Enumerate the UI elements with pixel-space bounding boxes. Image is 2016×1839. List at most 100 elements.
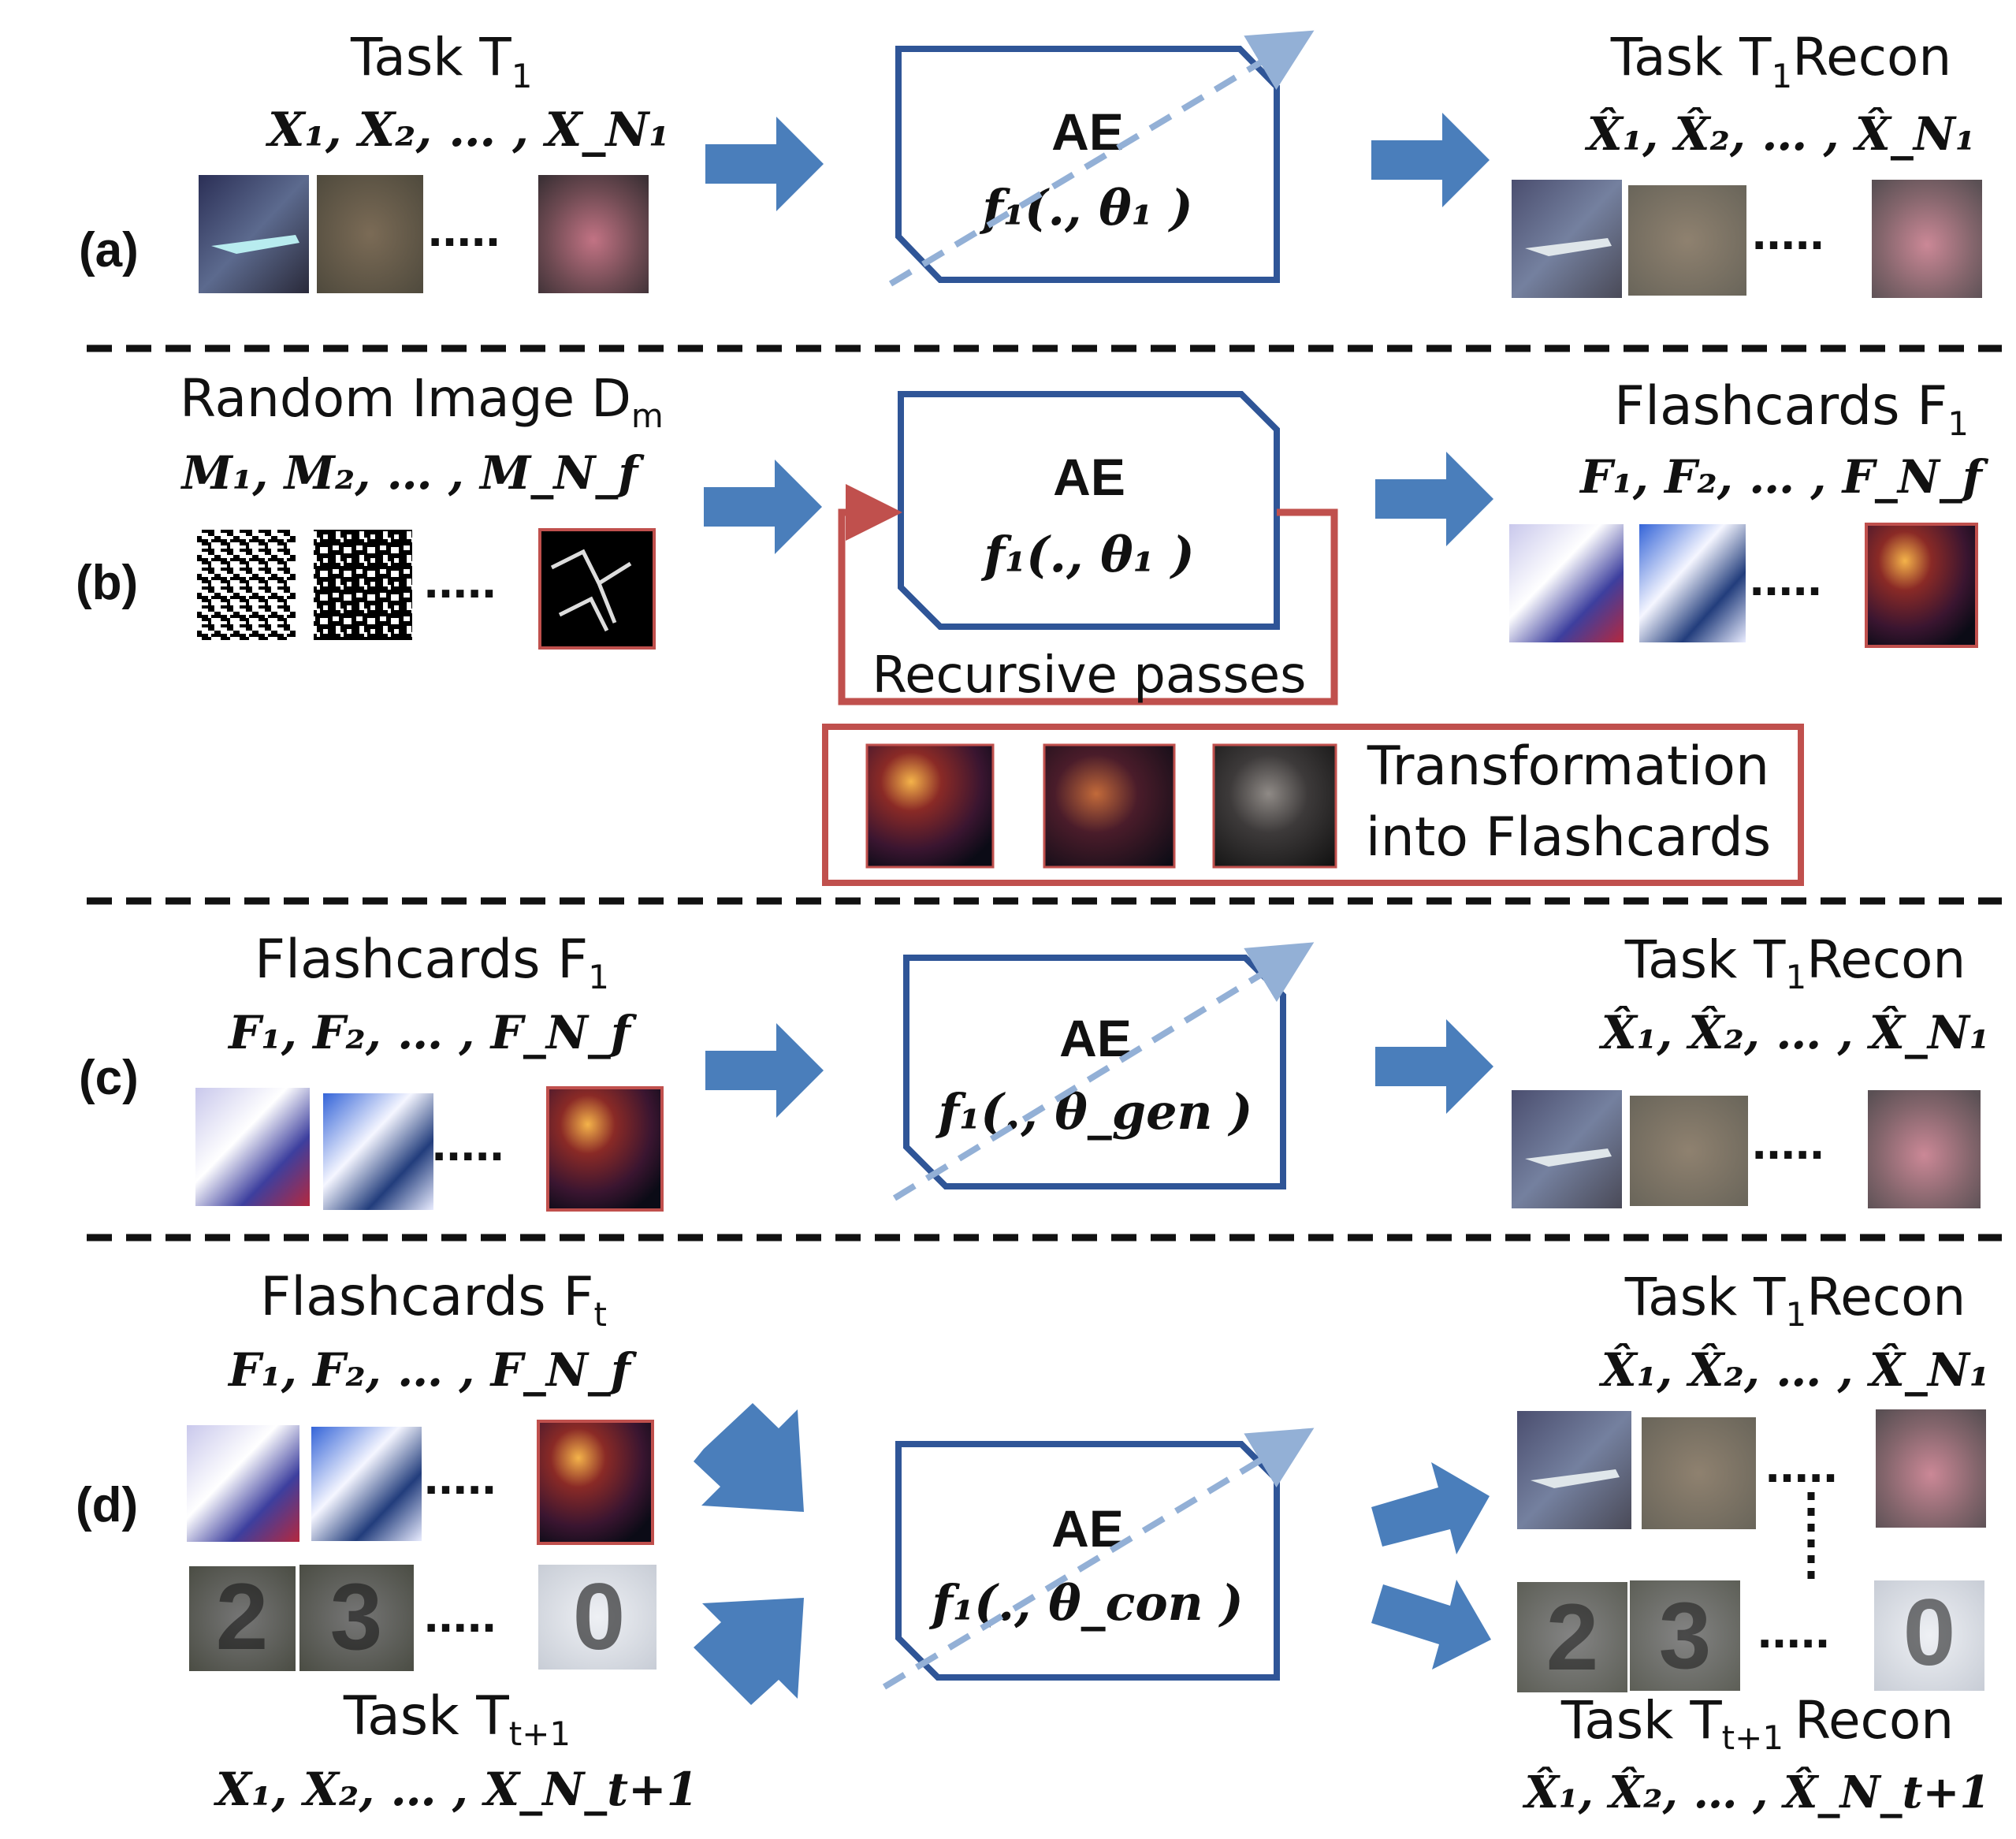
- digit-glyph: 2: [216, 1564, 269, 1670]
- ellipsis: .....: [424, 550, 497, 609]
- input-thumbnails-flashcards: .....: [187, 1420, 654, 1545]
- panel-a: (a) Task T1 X₁, X₂, … , X_N₁ ..... AE f₁…: [79, 27, 1982, 298]
- ellipsis: .....: [1765, 1435, 1838, 1493]
- thumb-cat-recon: [1628, 185, 1746, 296]
- ae-title: AE: [1051, 102, 1124, 161]
- input-title: Flashcards Ft: [260, 1266, 607, 1334]
- output-title: Task T1Recon: [1610, 27, 1951, 95]
- output-vars: X̂₁, X̂₂, … , X̂_N₁: [1598, 1342, 1990, 1397]
- input-vars: M₁, M₂, … , M_N_f: [180, 446, 645, 500]
- thumb-noise-3: [538, 528, 656, 650]
- airplane-shape: [211, 235, 299, 254]
- output-title: Task T1Recon: [1624, 1267, 1966, 1334]
- output-thumbnails: .....: [1509, 523, 1978, 648]
- ellipsis: .....: [428, 199, 500, 257]
- ae-function: f₁(., θ₁ ): [980, 526, 1194, 583]
- ae-box: AE f₁(., θ₁ ): [898, 391, 1280, 630]
- ae-box-shape: [898, 391, 1280, 630]
- thumb-noise-1: [197, 530, 296, 640]
- transformation-label-line2: into Flashcards: [1366, 806, 1771, 869]
- output-thumbnails-digits-recon: 2 3 ..... 0: [1517, 1580, 1984, 1692]
- output-title: Task T1Recon: [1624, 929, 1966, 996]
- ae-title: AE: [1053, 448, 1125, 506]
- thumb-car-recon: [1868, 1090, 1981, 1208]
- thumb-digit-2-recon: [1517, 1582, 1627, 1692]
- input-thumbnails-digits: 2 3 ..... 0: [189, 1564, 657, 1671]
- input2-vars: X₁, X₂, … , X_N_t+1: [213, 1763, 698, 1816]
- thumb-digit-2: [189, 1566, 296, 1671]
- output-vars: F₁, F₂, … , F_N_f: [1579, 450, 1989, 504]
- ellipsis: .....: [1750, 548, 1822, 606]
- digit-glyph: 3: [1659, 1583, 1712, 1688]
- thumb-car-recon: [1872, 180, 1982, 298]
- block-right-arrow-icon: [694, 1403, 804, 1512]
- ellipsis: .....: [432, 1113, 504, 1171]
- input-vars: X₁, X₂, … , X_N₁: [265, 102, 670, 158]
- dashed-diagonal-arrow-icon: [882, 1428, 1315, 1690]
- thumb-transform-2: [1043, 743, 1176, 869]
- block-right-arrow-icon: [705, 1023, 824, 1118]
- thumb-flashcard-1: [1509, 524, 1624, 642]
- input-title: Flashcards F1: [255, 929, 609, 996]
- block-right-arrow-icon: [694, 1598, 804, 1705]
- block-right-arrow-icon: [1371, 113, 1490, 207]
- block-right-arrow-icon: [705, 117, 824, 211]
- digit-glyph: 2: [1546, 1584, 1599, 1690]
- thumb-digit-3: [299, 1565, 414, 1671]
- output-thumbnails: .....: [1512, 180, 1982, 298]
- block-right-arrow-icon: [1375, 452, 1493, 546]
- ellipsis: .....: [1752, 1111, 1824, 1170]
- airplane-recon-shape: [1531, 1469, 1620, 1488]
- panel-c: (c) Flashcards F1 F₁, F₂, … , F_N_f ....…: [79, 929, 1990, 1212]
- input-thumbnails: .....: [197, 528, 656, 650]
- thumb-cat-recon: [1642, 1417, 1756, 1529]
- output-thumbnails: .....: [1512, 1090, 1981, 1208]
- loop-path: [838, 484, 1338, 705]
- dashed-diagonal-arrow-icon: [888, 30, 1315, 287]
- digit-glyph: 0: [1903, 1580, 1956, 1685]
- thumb-digit-3-recon: [1630, 1580, 1740, 1691]
- thumb-airplane: [199, 175, 309, 293]
- thumb-flashcard-2: [1639, 524, 1746, 642]
- thumb-flashcard-2: [323, 1093, 433, 1210]
- thumb-transform-1: [865, 743, 995, 869]
- dashed-diagonal-arrow-icon: [892, 942, 1315, 1201]
- input2-title: Task Tt+1: [343, 1685, 571, 1753]
- transformation-box: Transformation into Flashcards: [822, 724, 1804, 886]
- transformation-frame: [822, 724, 1804, 886]
- noise-lines: [550, 549, 632, 632]
- thumb-flashcard-2: [311, 1427, 422, 1541]
- thumb-flashcard-1: [187, 1425, 299, 1542]
- thumb-transform-3: [1212, 743, 1337, 869]
- block-right-arrow-icon: [1375, 1019, 1493, 1114]
- output-vars: X̂₁, X̂₂, … , X̂_N₁: [1598, 1005, 1990, 1059]
- block-right-arrow-icon: [1371, 1462, 1490, 1554]
- thumb-car-recon: [1876, 1409, 1986, 1528]
- thumb-cat: [317, 175, 423, 293]
- thumb-digit-0-recon: [1874, 1580, 1984, 1691]
- input-vars: F₁, F₂, … , F_N_f: [227, 1343, 638, 1397]
- transformation-label-line1: Transformation: [1367, 735, 1769, 798]
- thumb-flashcard-3: [546, 1086, 664, 1212]
- panel-label: (c): [79, 1051, 139, 1105]
- panel-b: (b) Random Image Dm M₁, M₂, … , M_N_f ..…: [76, 368, 1989, 886]
- thumb-flashcard-3: [537, 1420, 654, 1545]
- airplane-recon-shape: [1525, 1148, 1612, 1167]
- block-right-arrow-icon: [1371, 1580, 1491, 1670]
- ellipsis: .....: [424, 1584, 497, 1643]
- airplane-recon-shape: [1525, 238, 1612, 256]
- loop-label: Recursive passes: [872, 646, 1307, 705]
- output-vars: X̂₁, X̂₂, … , X̂_N₁: [1584, 106, 1976, 161]
- ellipsis: .....: [1752, 202, 1824, 260]
- input-thumbnails: .....: [195, 1086, 664, 1212]
- thumb-flashcard-3: [1865, 523, 1978, 648]
- output-title: Flashcards F1: [1614, 375, 1969, 443]
- panel-d: (d) Flashcards Ft F₁, F₂, … , F_N_f ....…: [76, 1266, 1990, 1819]
- thumb-car: [538, 175, 649, 293]
- digit-glyph: 0: [573, 1564, 626, 1670]
- panel-label: (d): [76, 1478, 138, 1532]
- thumb-digit-0: [538, 1565, 657, 1670]
- output-thumbnails-recon: .....: [1517, 1409, 1986, 1529]
- input-title: Random Image Dm: [180, 368, 664, 435]
